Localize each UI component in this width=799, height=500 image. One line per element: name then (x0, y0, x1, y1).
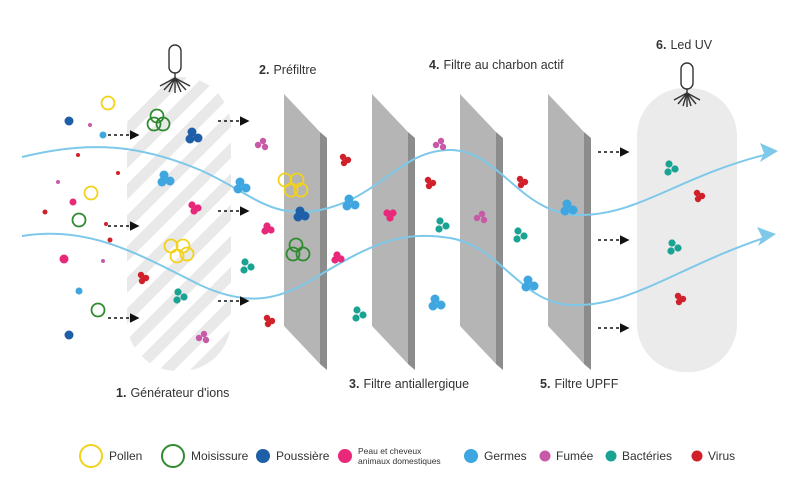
flow-arrows (108, 116, 630, 333)
uv-chamber (637, 88, 737, 372)
smoke-particle (56, 180, 60, 184)
carbon-filter-panel (460, 94, 503, 370)
airflow-lower-arrowhead (757, 227, 776, 246)
germ-particle (99, 131, 107, 139)
antiallergic-filter-panel (372, 94, 415, 370)
prefilter-panel (284, 94, 327, 370)
smoke-particle (88, 123, 92, 127)
pet-dander-clusters (188, 201, 397, 264)
stage-label-uv: 6.Led UV (656, 38, 713, 52)
virus-particle (76, 153, 80, 157)
stage-label-prefilter: 2.Préfiltre (259, 63, 317, 77)
legend-mold-icon (161, 444, 185, 468)
airflow-upper-arrowhead (760, 143, 778, 162)
legend-virus-label: Virus (708, 449, 736, 463)
stage-label-ion-generator: 1.Générateur d'ions (116, 386, 230, 400)
airflow-upper (21, 146, 773, 217)
legend-pet-dander-icon (338, 449, 352, 463)
legend-smoke-icon (539, 450, 551, 462)
legend-pet-dander-label: Peau et cheveux animaux domestiques (358, 446, 441, 466)
legend-mold-label: Moisissure (191, 449, 249, 463)
legend-germ-icon (464, 449, 478, 463)
germ-particle (75, 287, 83, 295)
legend-symbols (79, 444, 703, 468)
legend-virus-icon (691, 450, 703, 462)
bacteria-clusters (173, 160, 682, 322)
uv-lamp-icon (673, 62, 701, 107)
legend-dust-icon (256, 449, 270, 463)
mold-particles (71, 108, 311, 318)
brush-ionizer-icon (159, 44, 191, 93)
smoke-particle (101, 259, 105, 263)
particles (42, 116, 120, 340)
legend-dust-label: Poussière (276, 449, 330, 463)
germ-clusters (157, 170, 578, 311)
dust-particle (64, 330, 74, 340)
virus-particle (104, 222, 108, 226)
legend-bacteria-label: Bactéries (622, 449, 673, 463)
virus-particle (116, 171, 120, 175)
ion-generator-chamber (127, 77, 231, 371)
legend-pollen-label: Pollen (109, 449, 143, 463)
smoke-clusters (195, 137, 488, 344)
pet-dander-particle (69, 198, 77, 206)
stage-label-upff: 5.Filtre UPFF (540, 377, 619, 391)
legend-smoke-label: Fumée (556, 449, 594, 463)
virus-particle (107, 237, 113, 243)
airflow-lower (21, 232, 771, 307)
legend-bacteria-icon (605, 450, 617, 462)
dust-clusters (185, 127, 310, 222)
legend-pollen-icon (79, 444, 103, 468)
pet-dander-particle (59, 254, 69, 264)
pollen-particles (83, 95, 309, 264)
virus-particle (42, 209, 48, 215)
stage-label-antiallergic: 3.Filtre antiallergique (349, 377, 470, 391)
virus-clusters (137, 153, 706, 328)
legend-germ-label: Germes (484, 449, 527, 463)
upff-filter-panel (548, 94, 591, 370)
dust-particle (64, 116, 74, 126)
stage-label-carbon: 4.Filtre au charbon actif (429, 58, 564, 72)
